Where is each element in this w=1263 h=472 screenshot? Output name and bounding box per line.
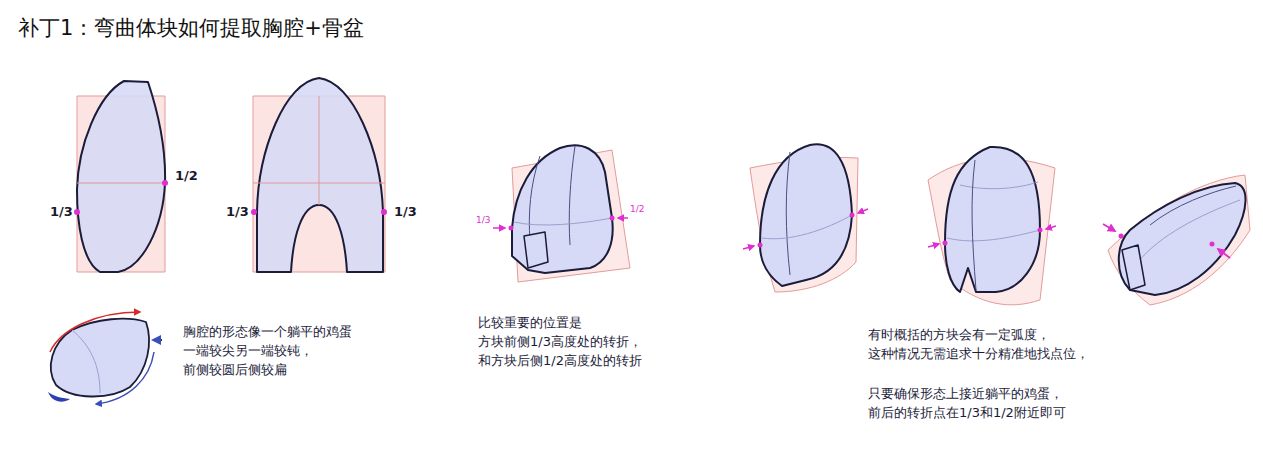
fraction-label: 1/2 — [630, 204, 644, 214]
fraction-label: 1/3 — [476, 215, 490, 225]
fraction-label: 1/3 — [50, 204, 73, 219]
chest-block-curved-b — [928, 147, 1056, 305]
pelvis-front — [251, 78, 387, 272]
caption: 有时概括的方块会有一定弧度， 这种情况无需追求十分精准地找点位， — [868, 325, 1109, 363]
title: 补丁1：弯曲体块如何提取胸腔+骨盆 — [18, 14, 364, 42]
chest-egg-front — [74, 81, 168, 272]
fraction-label: 1/3 — [394, 204, 417, 219]
egg-side-view — [48, 312, 162, 404]
chest-block-curved-a — [743, 144, 868, 292]
chest-block-3q — [493, 145, 630, 282]
caption: 比较重要的位置是 方块前侧1/3高度处的转折， 和方块后侧1/2高度处的转折 — [478, 313, 680, 370]
chest-block-tilted — [1103, 175, 1250, 305]
fraction-label: 1/2 — [175, 168, 198, 183]
caption: 胸腔的形态像一个躺平的鸡蛋 一端较尖另一端较钝， 前侧较圆后侧较扁 — [183, 322, 378, 379]
caption: 只要确保形态上接近躺平的鸡蛋， 前后的转折点在1/3和1/2附近即可 — [868, 384, 1109, 422]
fraction-label: 1/3 — [226, 204, 249, 219]
